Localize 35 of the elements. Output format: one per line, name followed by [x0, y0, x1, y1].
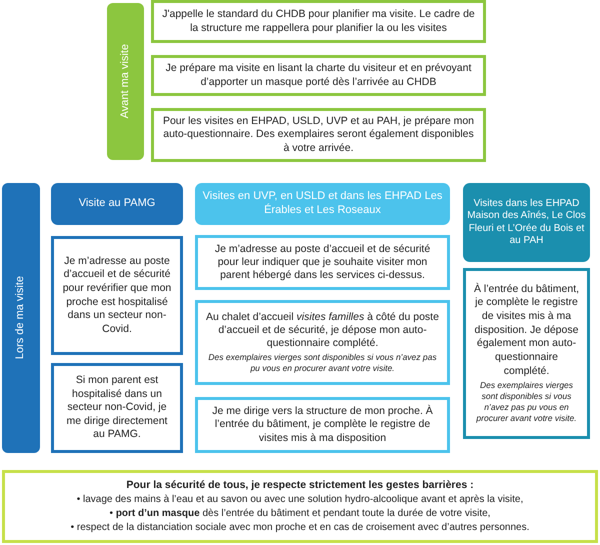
safety-notice-box: [2, 470, 598, 543]
step-text: Je m’adresse au poste d’accueil et de sécurité pour revérifier que mon proche est hospitalisé dans un secteur non-Covid.: [62, 254, 172, 336]
section-band: [2, 183, 40, 453]
note-text: Des exemplaires vierges sont disponibles si vous n’avez pas pu vous en procurer avant votre visite.: [207, 352, 438, 374]
step-box: [195, 397, 450, 453]
section-band: [107, 3, 144, 160]
column-title: Visites en UVP, en USLD et dans les EHPAD Les Érables et Les Roseaux: [202, 190, 444, 218]
notice-heading: Pour la sécurité de tous, je respecte strictement les gestes barrières :: [126, 478, 474, 493]
step-text: Pour les visites en EHPAD, USLD, UVP et au PAH, je prépare mon auto-questionnaire. Des exemplaires seront également disponibles à votre arrivée.: [162, 115, 476, 155]
column-header: [51, 183, 183, 225]
step-text: Je m’adresse au poste d’accueil et de sécurité pour leur indiquer que je souhaite visiter mon parent hébergé dans les services ci-dessus.: [214, 242, 432, 282]
step-text: Je prépare ma visite en lisant la charte du visiteur et en prévoyant d’apporter un masque porté dès l’arrivée au CHDB: [164, 62, 472, 89]
note-text: Des exemplaires vierges sont disponibles si vous n’avez pas pu vous en procurer avant votre visite.: [475, 380, 578, 424]
step-box: [51, 363, 183, 453]
step-box: [463, 268, 590, 439]
bullet-item: • lavage des mains à l’eau et au savon ou avec une solution hydro-alcoolique avant et après la visite,: [76, 492, 524, 507]
section-title: Avant ma visite: [118, 44, 132, 119]
step-box: [151, 108, 486, 162]
column-header: [463, 183, 590, 262]
step-box: [195, 235, 450, 290]
step-text: J'appelle le standard du CHDB pour planifier ma visite. Le cadre de la structure me rappellera pour planifier la ou les visites: [161, 8, 476, 35]
column-title: Visites dans les EHPAD Maison des Aînés, Le Clos Fleuri et L’Orée du Bois et au PAH: [466, 198, 587, 248]
step-box: [151, 55, 486, 96]
step-box: [51, 236, 183, 355]
step-text: Si mon parent est hospitalisé dans un secteur non-Covid, je me dirige directement au PAMG.: [66, 374, 168, 442]
step-box: [151, 0, 486, 43]
step-text: À l’entrée du bâtiment, je complète le registre de visites mis à ma disposition. Je dépose également mon auto-questionnaire complété.: [472, 282, 580, 378]
step-text: Au chalet d’accueil visites familles à côté du poste d’accueil et de sécurité, je dépose mon auto-questionnaire complété.: [205, 310, 440, 350]
step-box: [195, 300, 450, 385]
step-text: Je me dirige vers la structure de mon proche. À l’entrée du bâtiment, je complète le registre de visites mis à ma disposition: [211, 405, 434, 445]
bullet-item: • respect de la distanciation sociale avec mon proche et en cas de croisement avec d’autres personnes.: [70, 520, 530, 535]
section-title: Lors de ma visite: [14, 276, 28, 360]
column-title: Visite au PAMG: [78, 197, 156, 211]
bullet-item: • port d’un masque dès l’entrée du bâtiment et pendant toute la durée de votre visite,: [110, 506, 490, 521]
column-header: [195, 183, 450, 225]
